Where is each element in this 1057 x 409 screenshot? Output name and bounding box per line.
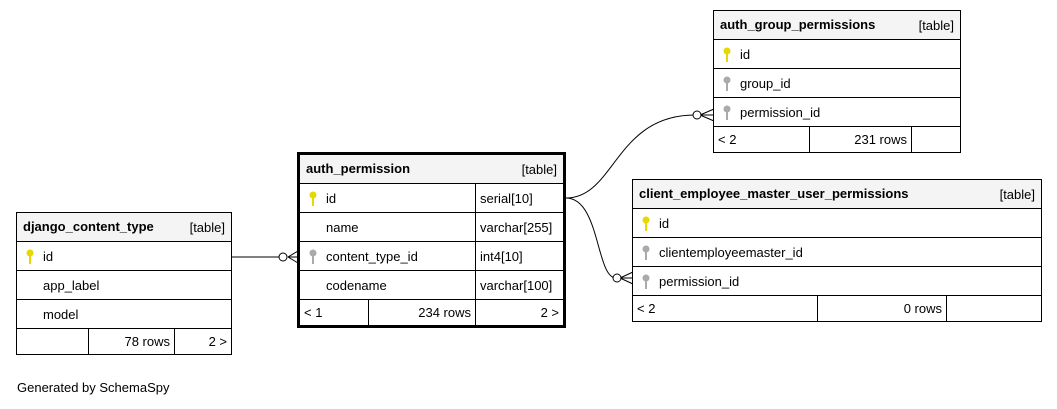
parents-count[interactable]: < 2	[718, 132, 737, 147]
foreign-key-icon	[642, 245, 650, 260]
column-name: name	[326, 219, 359, 235]
primary-key-icon	[26, 249, 34, 264]
children-count[interactable]: 2 >	[174, 329, 231, 354]
column-name: content_type_id	[326, 248, 418, 264]
primary-key-icon	[642, 216, 650, 231]
foreign-key-icon	[723, 76, 731, 91]
row-count: 234 rows	[368, 300, 475, 325]
column-name: id	[43, 248, 54, 264]
table-name: client_employee_master_user_permissions	[639, 186, 909, 201]
column-row: permission_id	[714, 98, 960, 127]
column-name: app_label	[43, 277, 100, 293]
column-name: group_id	[740, 75, 791, 91]
table-footer: < 2 231 rows	[714, 127, 960, 152]
link-auth-permission-to-auth-group-permissions	[565, 114, 696, 199]
crowfoot-client-employee-master	[619, 271, 634, 285]
foreign-key-icon	[642, 274, 650, 289]
table-header: auth_permission [table]	[300, 155, 563, 184]
table-name: auth_permission	[306, 161, 411, 176]
generated-by-caption: Generated by SchemaSpy	[17, 380, 170, 395]
children-count[interactable]	[911, 127, 960, 152]
column-row: permission_id	[633, 267, 1041, 296]
column-row: id serial[10]	[300, 184, 563, 213]
children-count[interactable]: 2 >	[475, 300, 563, 325]
primary-key-icon	[723, 47, 731, 62]
row-count: 0 rows	[817, 296, 946, 321]
primary-key-icon	[309, 191, 317, 206]
column-row: codename varchar[100]	[300, 271, 563, 300]
column-name: clientemployeemaster_id	[659, 244, 803, 260]
column-type: serial[10]	[475, 184, 563, 212]
column-name: id	[659, 215, 670, 231]
column-type: int4[10]	[475, 242, 563, 270]
table-header: django_content_type [table]	[17, 213, 231, 242]
table-kind: [table]	[189, 220, 225, 235]
column-row: group_id	[714, 69, 960, 98]
optional-marker-client-employee-master	[612, 273, 622, 283]
table-name: auth_group_permissions	[720, 17, 876, 32]
column-row: id	[714, 40, 960, 69]
parents-count[interactable]: < 2	[637, 301, 656, 316]
crowfoot-auth-permission	[287, 250, 299, 264]
parents-count[interactable]: < 1	[304, 305, 323, 320]
table-kind: [table]	[918, 18, 954, 33]
column-row: app_label	[17, 271, 231, 300]
row-count: 78 rows	[88, 329, 174, 354]
optional-marker-auth-group-permissions	[692, 110, 702, 120]
column-row: id	[17, 242, 231, 271]
table-client-employee-master-user-permissions[interactable]: client_employee_master_user_permissions …	[632, 179, 1042, 322]
table-auth-permission[interactable]: auth_permission [table] id serial[10] na…	[297, 152, 566, 328]
column-name: permission_id	[659, 273, 740, 289]
column-row: name varchar[255]	[300, 213, 563, 242]
table-footer: < 1 234 rows 2 >	[300, 300, 563, 325]
table-django-content-type[interactable]: django_content_type [table] id app_label…	[16, 212, 232, 355]
column-type: varchar[255]	[475, 213, 563, 241]
children-count[interactable]	[946, 296, 1041, 321]
column-name: id	[326, 190, 337, 206]
parents-count[interactable]	[17, 329, 88, 354]
table-kind: [table]	[521, 162, 557, 177]
column-name: codename	[326, 277, 387, 293]
table-kind: [table]	[999, 187, 1035, 202]
link-auth-permission-to-client-employee-master-user-permissions	[565, 197, 617, 279]
table-footer: < 2 0 rows	[633, 296, 1041, 321]
column-row: id	[633, 209, 1041, 238]
table-name: django_content_type	[23, 219, 154, 234]
column-row: model	[17, 300, 231, 329]
column-row: content_type_id int4[10]	[300, 242, 563, 271]
foreign-key-icon	[309, 249, 317, 264]
table-footer: 78 rows 2 >	[17, 329, 231, 354]
table-header: auth_group_permissions [table]	[714, 11, 960, 40]
foreign-key-icon	[723, 105, 731, 120]
column-name: model	[43, 306, 79, 322]
table-header: client_employee_master_user_permissions …	[633, 180, 1041, 209]
crowfoot-auth-group-permissions	[699, 108, 715, 122]
column-row: clientemployeemaster_id	[633, 238, 1041, 267]
row-count: 231 rows	[809, 127, 911, 152]
optional-marker-auth-permission	[278, 252, 288, 262]
column-name: permission_id	[740, 104, 821, 120]
column-type: varchar[100]	[475, 271, 563, 299]
column-name: id	[740, 46, 751, 62]
table-auth-group-permissions[interactable]: auth_group_permissions [table] id group_…	[713, 10, 961, 153]
